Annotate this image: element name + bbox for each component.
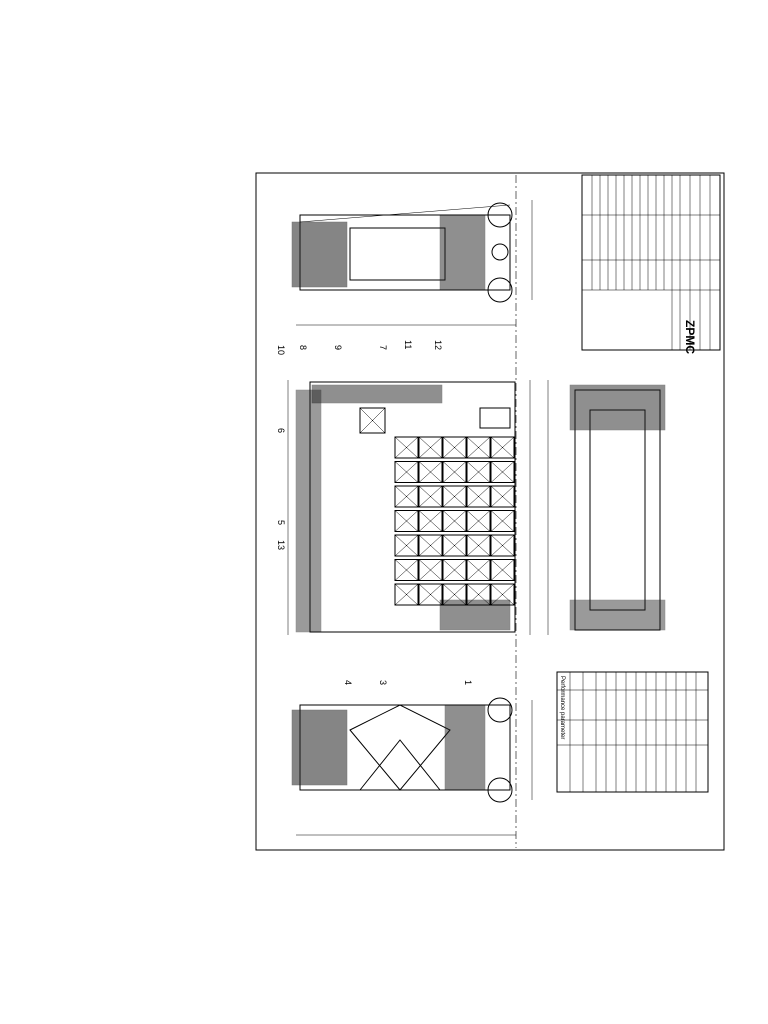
container-slot bbox=[394, 583, 419, 606]
container-slot bbox=[442, 461, 467, 483]
container-slot bbox=[394, 534, 419, 557]
container-slot bbox=[490, 583, 515, 606]
container-slot bbox=[394, 461, 419, 483]
container-slot bbox=[490, 436, 515, 459]
balloon-12: 12 bbox=[433, 340, 443, 350]
company-logo: ZPMC bbox=[683, 320, 697, 354]
balloon-8: 8 bbox=[298, 345, 308, 350]
performance-parameter-table: Performance parameter bbox=[556, 671, 709, 793]
container-slot bbox=[490, 559, 515, 581]
container-slot bbox=[466, 510, 491, 532]
balloon-7: 7 bbox=[378, 345, 388, 350]
container-slot bbox=[466, 583, 491, 606]
container-slot bbox=[490, 461, 515, 483]
container-slot bbox=[394, 510, 419, 532]
container-slot bbox=[394, 559, 419, 581]
balloon-5: 5 bbox=[276, 520, 286, 525]
container-slot bbox=[466, 461, 491, 483]
balloon-1: 1 bbox=[463, 680, 473, 685]
balloon-11: 11 bbox=[403, 340, 413, 349]
balloon-labels: 10 8 9 7 11 12 6 5 13 4 3 1 bbox=[276, 340, 473, 685]
drawing-frame bbox=[255, 172, 725, 851]
top-elevation-view bbox=[291, 200, 533, 326]
container-slot bbox=[442, 510, 467, 532]
balloon-6: 6 bbox=[276, 428, 286, 433]
plan-view bbox=[287, 380, 549, 635]
balloon-3: 3 bbox=[378, 680, 388, 685]
container-slot bbox=[418, 534, 443, 557]
container-slot bbox=[394, 485, 419, 508]
container-slot bbox=[442, 559, 467, 581]
container-slot bbox=[418, 485, 443, 508]
container-grid bbox=[394, 436, 515, 606]
container-slot bbox=[418, 510, 443, 532]
container-slot bbox=[490, 485, 515, 508]
container-slot bbox=[418, 436, 443, 459]
parameter-table-title: Performance parameter bbox=[559, 676, 565, 739]
container-slot bbox=[442, 485, 467, 508]
container-slot bbox=[490, 534, 515, 557]
balloon-4: 4 bbox=[343, 680, 353, 685]
container-slot bbox=[418, 559, 443, 581]
balloon-13: 13 bbox=[276, 540, 286, 550]
container-slot bbox=[442, 534, 467, 557]
balloon-10: 10 bbox=[276, 345, 286, 355]
container-slot bbox=[394, 436, 419, 459]
end-elevation-view bbox=[291, 697, 533, 836]
container-slot bbox=[466, 485, 491, 508]
container-slot bbox=[442, 436, 467, 459]
title-block: ZPMC bbox=[581, 174, 721, 354]
container-slot bbox=[466, 534, 491, 557]
container-slot bbox=[418, 583, 443, 606]
container-slot bbox=[418, 461, 443, 483]
container-slot bbox=[490, 510, 515, 532]
side-view bbox=[569, 384, 666, 631]
container-slot bbox=[466, 436, 491, 459]
container-slot bbox=[442, 583, 467, 606]
container-slot bbox=[466, 559, 491, 581]
balloon-9: 9 bbox=[333, 345, 343, 350]
